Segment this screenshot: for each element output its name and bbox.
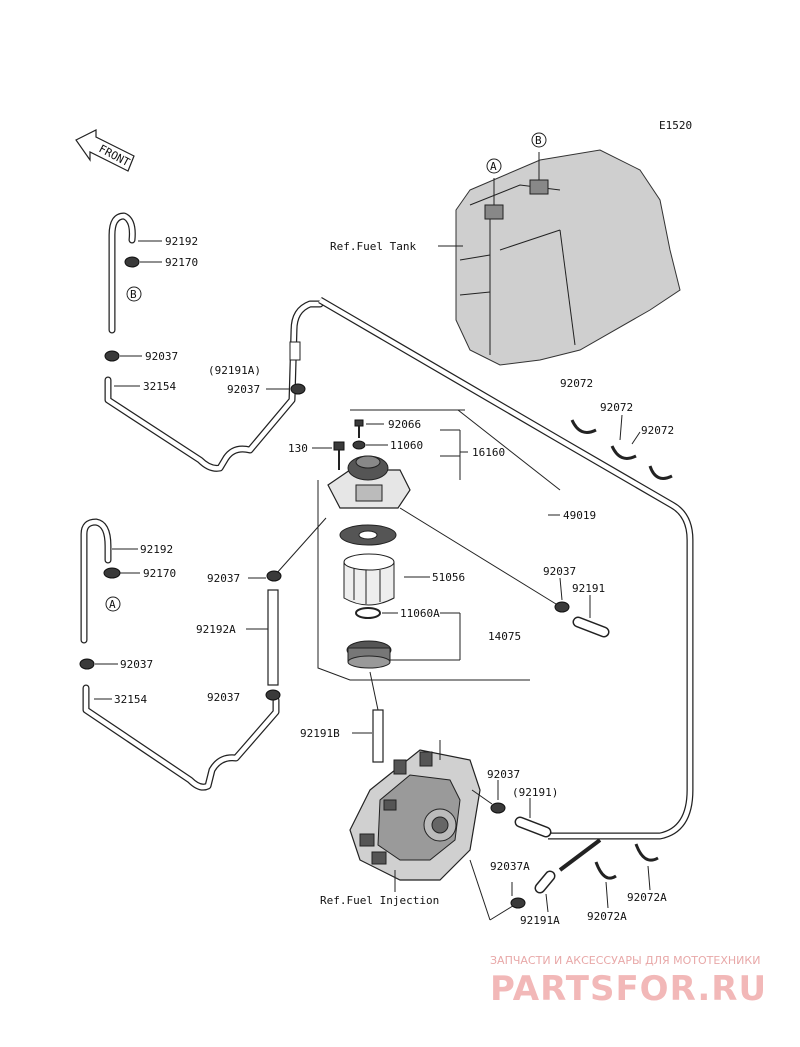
part-92191b: 92191B xyxy=(300,727,340,740)
pipe-32154-top xyxy=(104,300,324,472)
part-51056: 51056 xyxy=(432,571,465,584)
svg-text:B: B xyxy=(535,134,542,147)
front-arrow-icon: FRONT xyxy=(75,129,135,172)
part-49019: 49019 xyxy=(563,509,596,522)
part-92072a-2: 92072A xyxy=(627,891,667,904)
part-92191-ref: (92191) xyxy=(512,786,558,799)
pipe-32154-bot xyxy=(82,684,280,791)
marker-a-tank: A xyxy=(486,158,502,174)
part-92037a: 92037A xyxy=(490,860,530,873)
marker-b-tank: B xyxy=(531,132,547,148)
part-92037-left-bot: 92037 xyxy=(120,658,153,671)
part-92072-1: 92072 xyxy=(560,377,593,390)
screw-92066 xyxy=(354,419,364,438)
part-32154-bot: 32154 xyxy=(114,693,147,706)
part-32154-top: 32154 xyxy=(143,380,176,393)
hose-92191-pump xyxy=(514,816,552,838)
upper-return-hose xyxy=(108,212,136,334)
hose-92191b xyxy=(372,709,384,763)
filter-head xyxy=(327,455,411,509)
part-92170-bot: 92170 xyxy=(143,567,176,580)
clamp-92037-mid-top xyxy=(290,383,306,395)
ref-fuel-injection-label: Ref.Fuel Injection xyxy=(320,894,439,907)
filter-element-51056 xyxy=(339,524,397,606)
fuel-injection-pump xyxy=(349,740,481,881)
clamp-92170-top xyxy=(124,256,140,268)
o-ring-11060a xyxy=(355,607,381,619)
watermark-brand: PARTSFOR.RU xyxy=(490,969,767,1009)
part-11060a: 11060A xyxy=(400,607,440,620)
part-14075: 14075 xyxy=(488,630,521,643)
svg-text:B: B xyxy=(130,288,137,301)
clamp-92072a-1 xyxy=(594,861,617,880)
svg-text:A: A xyxy=(490,160,497,173)
part-92072a-1: 92072A xyxy=(587,910,627,923)
clamp-92170-bot xyxy=(103,567,121,579)
clamp-92072a-2 xyxy=(634,843,659,862)
washer-11060 xyxy=(352,440,366,450)
hose-92191a xyxy=(534,870,556,894)
part-92191a-ref: (92191A) xyxy=(208,364,261,377)
part-16160: 16160 xyxy=(472,446,505,459)
clamp-92037-pump xyxy=(490,802,506,814)
clamp-92072-2 xyxy=(610,445,637,460)
part-92170-top: 92170 xyxy=(165,256,198,269)
part-92037-mid: 92037 xyxy=(207,572,240,585)
part-92192-top: 92192 xyxy=(165,235,198,248)
clamp-92037-right xyxy=(554,601,570,613)
part-11060: 11060 xyxy=(390,439,423,452)
marker-b-hose: B xyxy=(126,286,142,302)
hose-92192a xyxy=(267,589,279,686)
clamp-92072-1 xyxy=(570,419,597,434)
part-92037-pump: 92037 xyxy=(487,768,520,781)
marker-a-hose: A xyxy=(105,596,121,612)
svg-text:A: A xyxy=(109,598,116,611)
part-92191a: 92191A xyxy=(520,914,560,927)
hose-92191-right xyxy=(572,616,610,638)
part-92072-2: 92072 xyxy=(600,401,633,414)
diagram-code: E1520 xyxy=(659,119,692,132)
ref-fuel-tank-label: Ref.Fuel Tank xyxy=(330,240,416,253)
clamp-92037a xyxy=(510,897,526,909)
part-92192-bot: 92192 xyxy=(140,543,173,556)
filter-bowl-14075 xyxy=(346,640,392,669)
clamp-92037-left-top xyxy=(104,350,120,362)
return-pipe-49019 xyxy=(318,296,694,840)
clamp-92072-3 xyxy=(648,465,673,480)
clamp-92037-left-bot xyxy=(79,658,95,670)
part-92072-3: 92072 xyxy=(641,424,674,437)
part-92192a: 92192A xyxy=(196,623,236,636)
part-92037-mid-top: 92037 xyxy=(227,383,260,396)
part-92037-left-top: 92037 xyxy=(145,350,178,363)
lower-return-hose xyxy=(80,518,112,644)
clamp-92037-mid xyxy=(266,570,282,582)
part-92066: 92066 xyxy=(388,418,421,431)
watermark-caption: ЗАПЧАСТИ И АКСЕССУАРЫ ДЛЯ МОТОТЕХНИКИ xyxy=(490,954,760,967)
clamp-92037-mid-bot xyxy=(265,689,281,701)
part-92191-right: 92191 xyxy=(572,582,605,595)
part-130: 130 xyxy=(288,442,308,455)
part-92037-right: 92037 xyxy=(543,565,576,578)
fuel-tank xyxy=(455,149,681,366)
bolt-130 xyxy=(333,441,345,470)
fitting-92191a-ref xyxy=(289,341,301,361)
part-92037-mid-bot: 92037 xyxy=(207,691,240,704)
